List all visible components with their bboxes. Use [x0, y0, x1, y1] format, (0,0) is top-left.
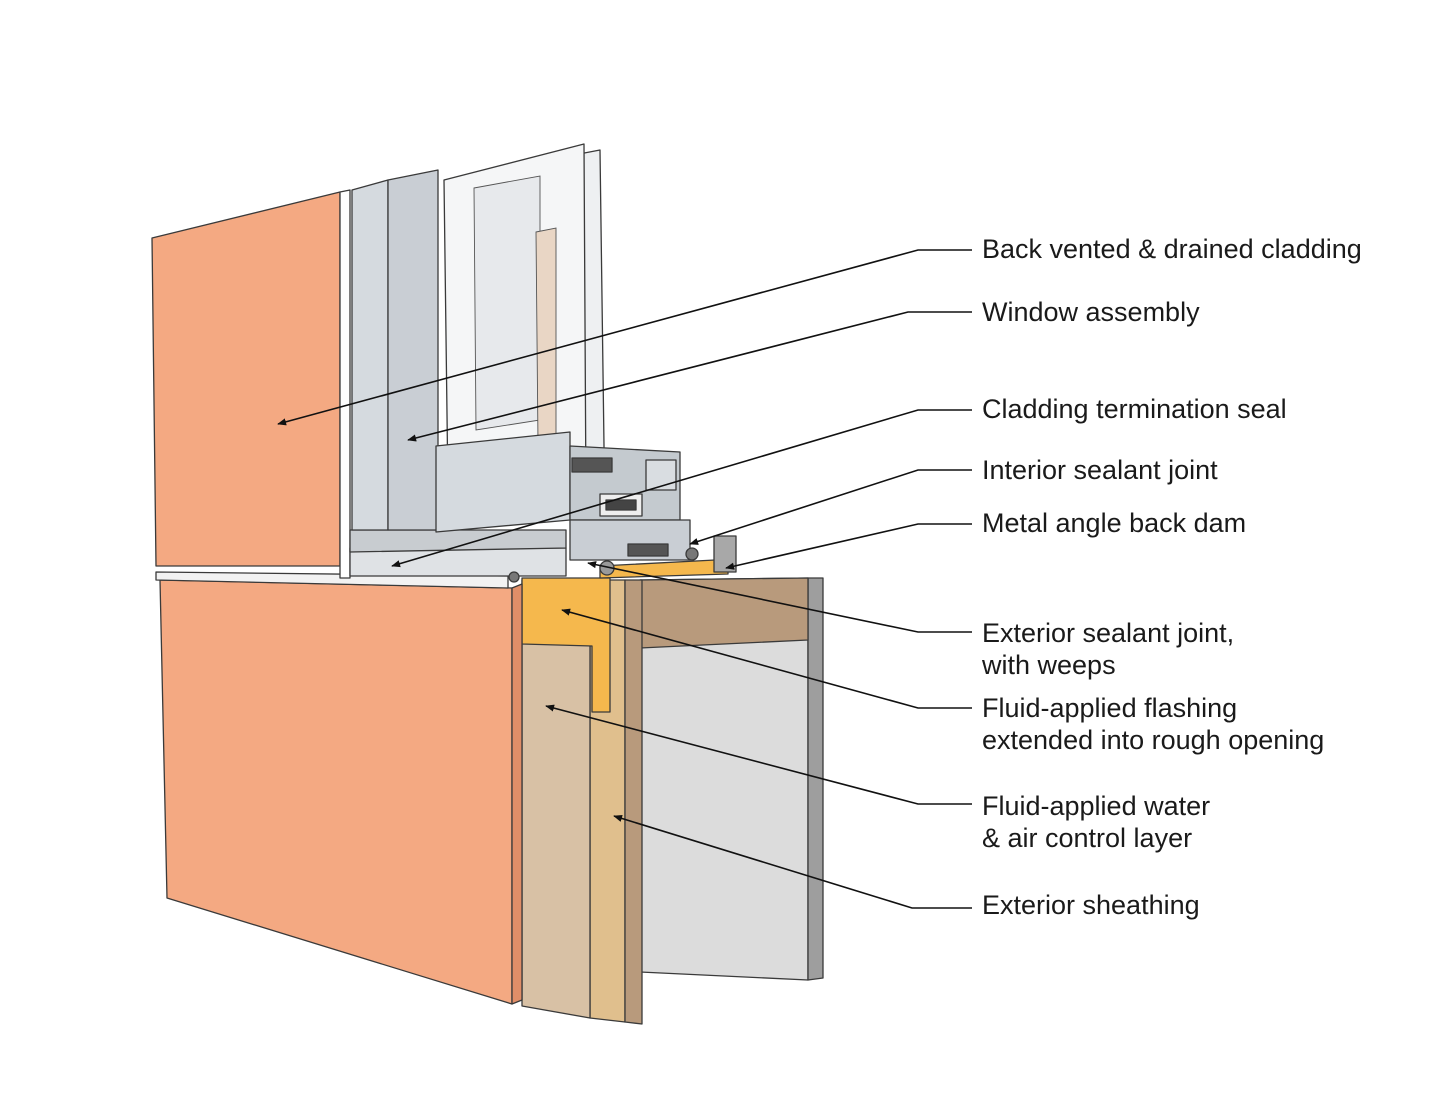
label-interior-sealant-joint: Interior sealant joint: [982, 455, 1218, 485]
leader-exterior-sealant-joint: [587, 561, 972, 633]
label-exterior-sealant-joint: Exterior sealant joint, with weeps: [981, 618, 1242, 680]
window-sill-chamber-3: [645, 459, 677, 491]
exterior-sheathing-side: [624, 579, 643, 1025]
window-jamb-outer: [351, 179, 389, 531]
leader-interior-sealant-joint: [689, 469, 972, 545]
cladding-upper: [151, 189, 351, 579]
window-sill-lower-gasket: [627, 543, 669, 557]
leader-cladding-termination-seal: [391, 409, 972, 568]
cladding-termination-bead: [508, 571, 520, 583]
leader-fluid-applied-flashing: [561, 608, 972, 709]
wall-assembly: [155, 571, 824, 1025]
window-sill-rail: [435, 431, 571, 533]
leader-exterior-sheathing: [613, 814, 972, 909]
leader-back-vented-cladding: [277, 249, 972, 426]
cladding-upper-return: [339, 189, 351, 579]
cladding-lower-edge: [511, 583, 523, 1005]
leader-water-air-layer: [545, 704, 972, 805]
label-fluid-applied-flashing: Fluid-applied flashing extended into rou…: [982, 693, 1324, 755]
window-sill-gasket: [605, 499, 637, 511]
window-sash-inner: [473, 175, 541, 431]
framing-sill-top: [639, 577, 809, 649]
label-back-vented-cladding: Back vented & drained cladding: [982, 234, 1362, 264]
leader-metal-angle-back-dam: [725, 523, 972, 570]
label-exterior-sheathing: Exterior sheathing: [982, 890, 1200, 920]
label-metal-angle-back-dam: Metal angle back dam: [982, 508, 1246, 538]
cladding-lower-panel: [159, 579, 513, 1005]
interior-sealant-bead: [685, 547, 699, 561]
window-sill-chamber-1: [571, 457, 613, 473]
label-cladding-termination-seal: Cladding termination seal: [982, 394, 1287, 424]
callout-leaders: [277, 249, 972, 909]
window-subsill: [349, 547, 567, 577]
window-unit: [349, 143, 691, 577]
window-subsill-lip: [349, 529, 567, 553]
callout-labels: Back vented & drained cladding Window as…: [981, 234, 1362, 920]
label-water-air-layer: Fluid-applied water & air control layer: [982, 791, 1218, 853]
window-jamb-mid: [387, 169, 439, 531]
cladding-upper-panel: [151, 191, 341, 567]
leader-window-assembly: [407, 311, 972, 442]
label-window-assembly: Window assembly: [982, 297, 1200, 327]
window-interior-reveal: [535, 227, 557, 445]
